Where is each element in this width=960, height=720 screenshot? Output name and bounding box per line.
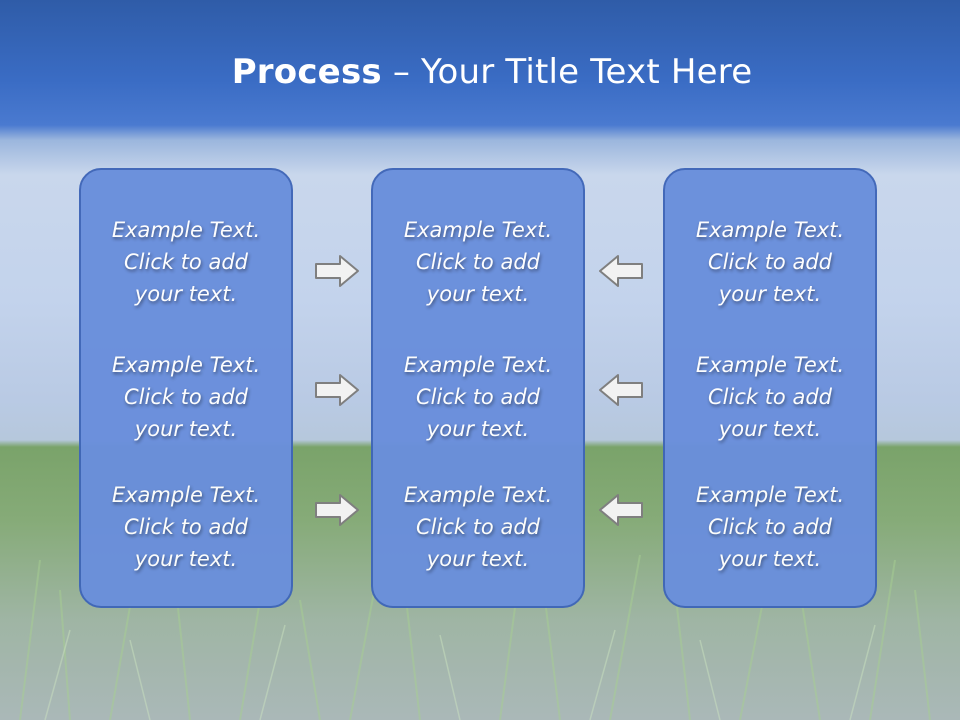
text-line: Example Text. [403, 353, 553, 377]
text-line: your text. [426, 547, 530, 571]
text-line: Click to add [123, 385, 248, 409]
text-block[interactable]: Example Text. Click to add your text. [81, 214, 291, 310]
text-line: your text. [426, 282, 530, 306]
text-block[interactable]: Example Text. Click to add your text. [373, 479, 583, 575]
text-line: Example Text. [111, 218, 261, 242]
title-bold: Process [231, 52, 382, 92]
text-line: Example Text. [695, 353, 845, 377]
text-block[interactable]: Example Text. Click to add your text. [665, 479, 875, 575]
arrow-left-icon[interactable] [598, 253, 644, 289]
text-line: your text. [426, 417, 530, 441]
text-line: Example Text. [403, 483, 553, 507]
text-line: your text. [718, 547, 822, 571]
process-column-right[interactable]: Example Text. Click to add your text. Ex… [663, 168, 877, 608]
text-line: Example Text. [695, 218, 845, 242]
title-rest: – Your Title Text Here [381, 52, 753, 92]
text-line: Click to add [415, 515, 540, 539]
text-line: Example Text. [111, 353, 261, 377]
text-line: Click to add [415, 250, 540, 274]
process-column-center[interactable]: Example Text. Click to add your text. Ex… [371, 168, 585, 608]
text-line: your text. [134, 547, 238, 571]
arrow-right-icon[interactable] [314, 253, 360, 289]
arrow-right-icon[interactable] [314, 492, 360, 528]
text-line: Click to add [707, 250, 832, 274]
arrow-left-icon[interactable] [598, 492, 644, 528]
text-line: Click to add [707, 385, 832, 409]
arrow-left-icon[interactable] [598, 372, 644, 408]
text-line: Click to add [415, 385, 540, 409]
text-line: Example Text. [111, 483, 261, 507]
text-line: your text. [718, 282, 822, 306]
text-line: Click to add [707, 515, 832, 539]
text-block[interactable]: Example Text. Click to add your text. [665, 349, 875, 445]
text-line: Example Text. [403, 218, 553, 242]
slide-title[interactable]: Process – Your Title Text Here [0, 52, 960, 92]
arrow-right-icon[interactable] [314, 372, 360, 408]
text-block[interactable]: Example Text. Click to add your text. [373, 349, 583, 445]
text-block[interactable]: Example Text. Click to add your text. [665, 214, 875, 310]
text-line: your text. [134, 417, 238, 441]
text-block[interactable]: Example Text. Click to add your text. [81, 479, 291, 575]
text-line: Click to add [123, 250, 248, 274]
text-block[interactable]: Example Text. Click to add your text. [373, 214, 583, 310]
text-block[interactable]: Example Text. Click to add your text. [81, 349, 291, 445]
process-column-left[interactable]: Example Text. Click to add your text. Ex… [79, 168, 293, 608]
text-line: Click to add [123, 515, 248, 539]
text-line: your text. [718, 417, 822, 441]
text-line: Example Text. [695, 483, 845, 507]
text-line: your text. [134, 282, 238, 306]
